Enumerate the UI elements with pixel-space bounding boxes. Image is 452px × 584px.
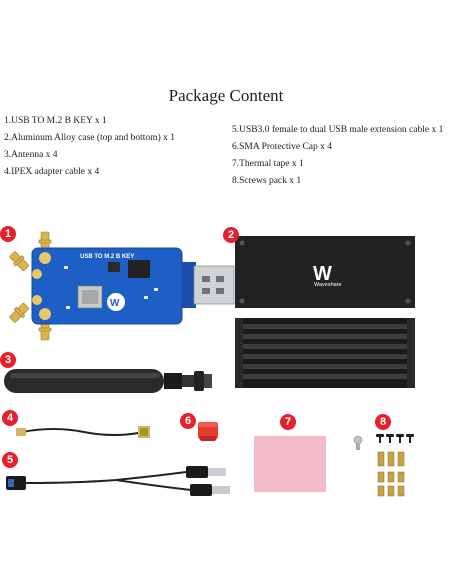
list-item: 8.Screws pack x 1 — [232, 176, 302, 186]
list-item: 1.USB TO M.2 B KEY x 1 — [4, 116, 107, 126]
list-item: 2.Aluminum Alloy case (top and bottom) x… — [4, 133, 175, 143]
board-label: USB TO M.2 B KEY — [80, 254, 135, 260]
list-item: 3.Antenna x 4 — [4, 150, 58, 160]
badge-3: 3 — [0, 352, 16, 368]
list-item: 4.IPEX adapter cable x 4 — [4, 167, 100, 177]
package-list-left: 1.USB TO M.2 B KEY x 1 2.Aluminum Alloy … — [4, 113, 175, 181]
usb-m2-board-image: W USB TO M.2 B KEY — [4, 226, 236, 346]
ipex-cable-image — [14, 420, 154, 444]
badge-1: 1 — [0, 226, 16, 242]
badge-2: 2 — [223, 227, 239, 243]
badge-7: 7 — [280, 414, 296, 430]
aluminum-case-image: W Waveshare — [235, 236, 415, 396]
package-list-right: 5.USB3.0 female to dual USB male extensi… — [232, 122, 443, 190]
badge-5: 5 — [2, 452, 18, 468]
list-item: 7.Thermal tape x 1 — [232, 159, 304, 169]
badge-4: 4 — [2, 410, 18, 426]
page-title: Package Content — [168, 86, 284, 105]
antenna-image — [4, 364, 214, 400]
badge-6: 6 — [180, 413, 196, 429]
list-item: 5.USB3.0 female to dual USB male extensi… — [232, 125, 444, 135]
sma-cap-image — [196, 418, 220, 444]
svg-text:W: W — [313, 263, 332, 285]
svg-text:W: W — [110, 298, 120, 309]
brand-label: Waveshare — [314, 282, 342, 288]
badge-8: 8 — [375, 414, 391, 430]
list-item: 6.SMA Protective Cap x 4 — [232, 142, 333, 152]
thermal-tape-image — [254, 436, 326, 492]
screws-pack-image — [352, 432, 416, 502]
usb-y-cable-image — [6, 462, 236, 502]
